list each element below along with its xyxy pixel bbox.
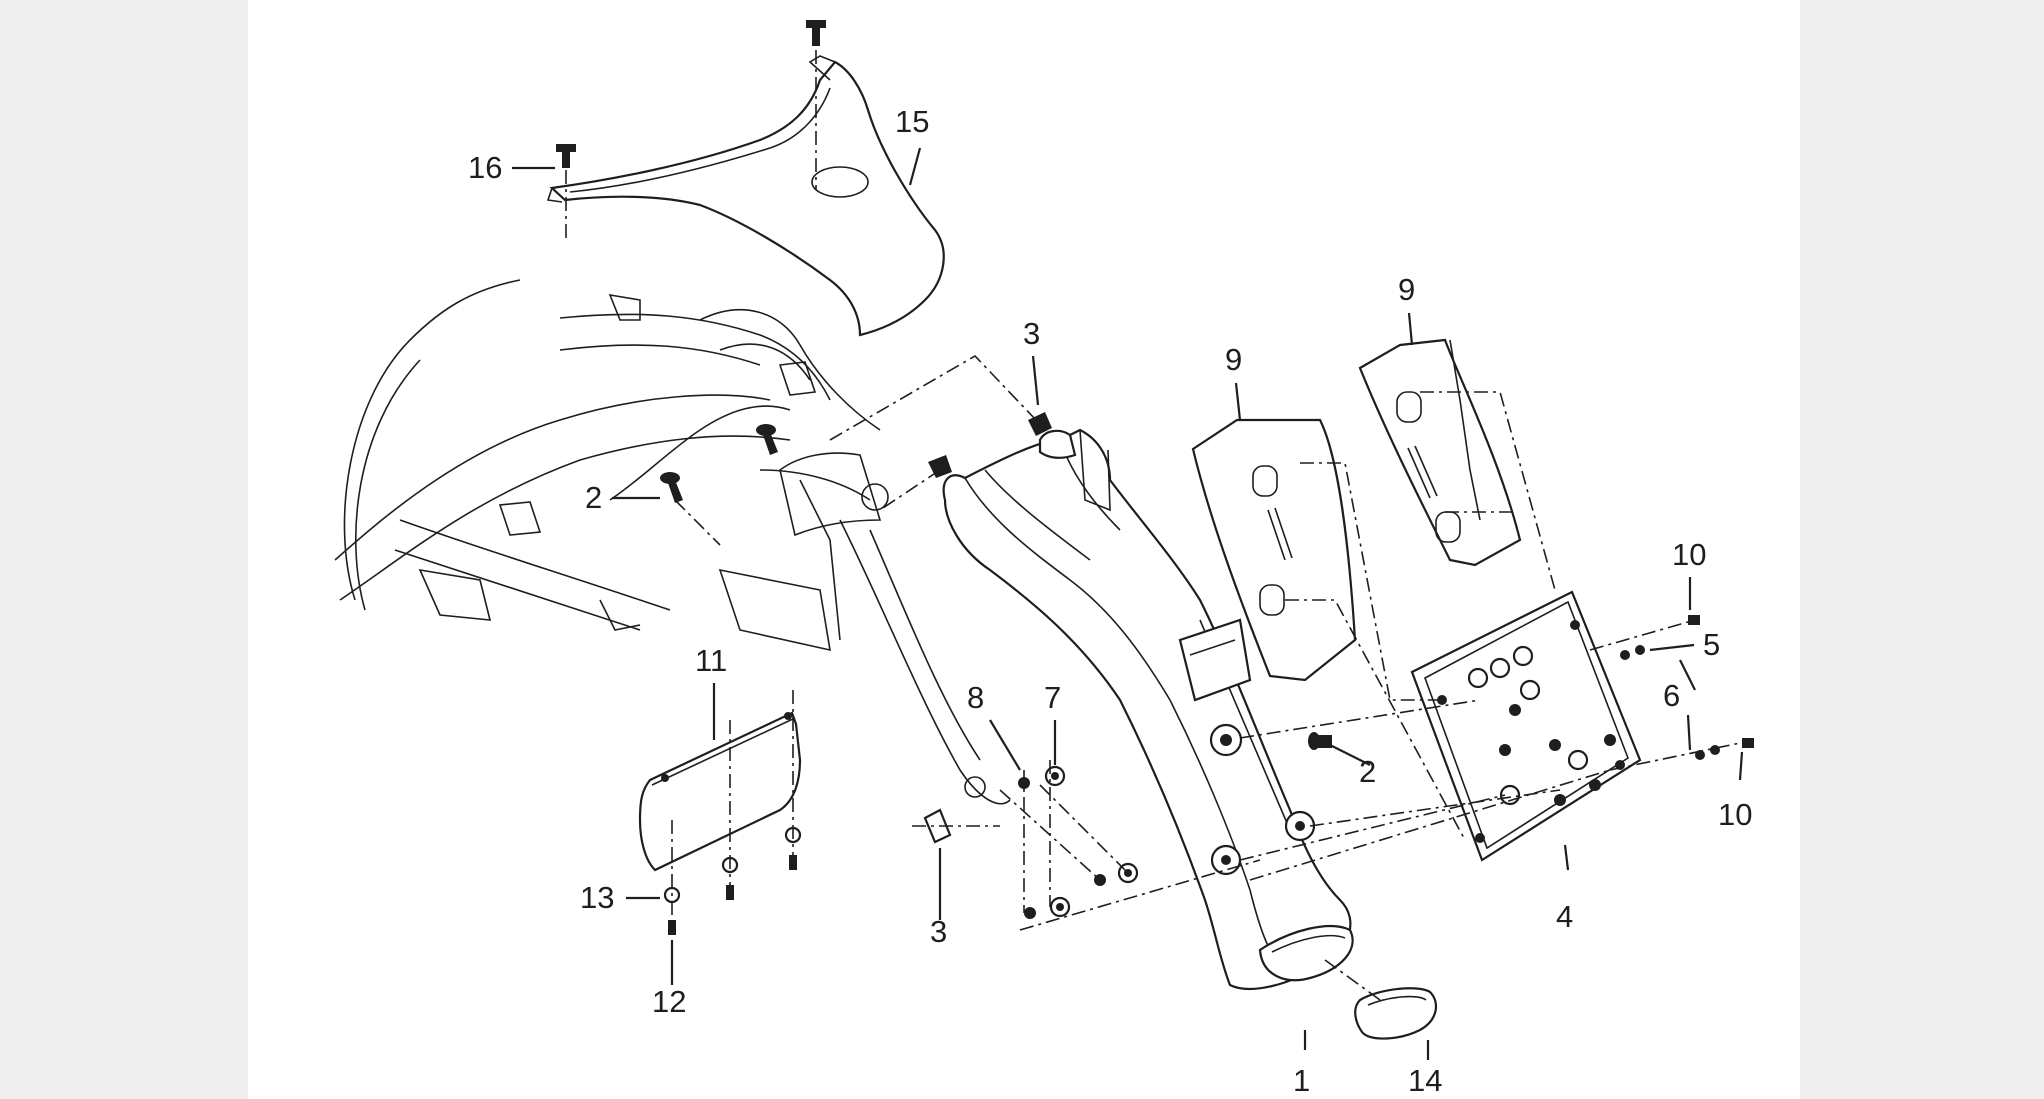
- callout-2a: 2: [585, 480, 602, 515]
- left-margin: [0, 0, 248, 1099]
- callout-3b: 3: [930, 914, 947, 949]
- right-margin: [1800, 0, 2044, 1099]
- part-9-left-panel: [1191, 418, 1357, 682]
- callout-7: 7: [1044, 680, 1061, 715]
- callout-14: 14: [1408, 1063, 1442, 1098]
- callout-10b: 10: [1718, 797, 1752, 832]
- callout-13: 13: [580, 880, 614, 915]
- part-11-mudflap: [638, 711, 802, 872]
- callout-6: 6: [1663, 678, 1680, 713]
- callout-8: 8: [967, 680, 984, 715]
- callout-15: 15: [895, 104, 929, 139]
- callout-9a: 9: [1225, 342, 1242, 377]
- callout-11: 11: [695, 643, 727, 678]
- part-4-plate-holder: [1410, 590, 1642, 862]
- part-14-reflector: [1354, 987, 1438, 1040]
- callout-labels: 15 16 2 3 9 9 10 5 6 10 4 2 1 14 7 8 3 1…: [468, 104, 1752, 1098]
- callout-1: 1: [1293, 1063, 1310, 1098]
- part-1-rear-fender: [942, 428, 1354, 990]
- callout-2b: 2: [1359, 754, 1376, 789]
- callout-9b: 9: [1398, 272, 1415, 307]
- callout-5: 5: [1703, 627, 1720, 662]
- rear-frame: [334, 279, 1011, 805]
- part-9-right-panel: [1358, 338, 1522, 567]
- callout-12: 12: [652, 984, 686, 1019]
- assembly-guides: [565, 50, 1746, 1001]
- part-15-rear-cover: [546, 55, 945, 337]
- callout-16: 16: [468, 150, 502, 185]
- callout-10a: 10: [1672, 537, 1706, 572]
- callout-3a: 3: [1023, 316, 1040, 351]
- leader-lines: [512, 147, 1744, 1060]
- callout-4: 4: [1556, 899, 1573, 934]
